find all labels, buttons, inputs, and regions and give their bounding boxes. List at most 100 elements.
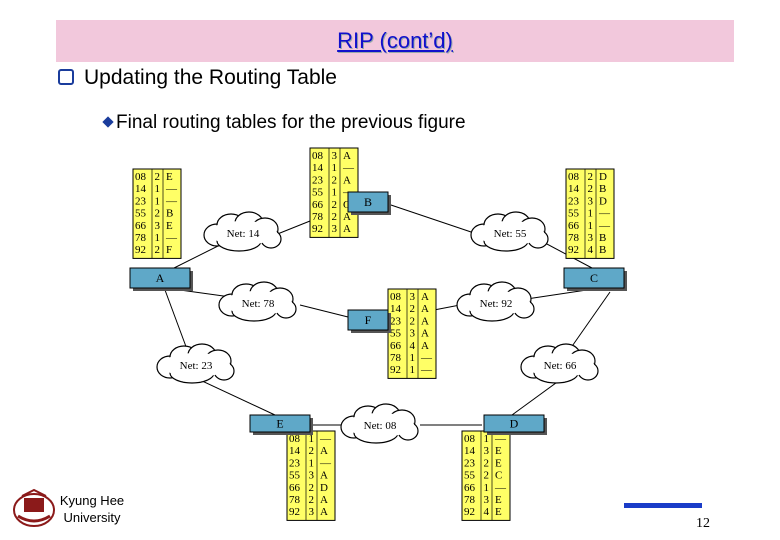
table-C-cell: —: [598, 220, 611, 232]
table-A-cell: 2: [155, 171, 161, 183]
router-B: B: [347, 191, 391, 215]
page-number: 12: [696, 516, 710, 531]
router-label-B: B: [364, 195, 372, 209]
table-C-cell: 1: [588, 220, 594, 232]
table-F-cell: A: [421, 328, 429, 340]
university-line2: University: [63, 510, 121, 525]
table-E-cell: 2: [309, 482, 315, 494]
table-A-cell: 78: [135, 232, 147, 244]
table-E-cell: A: [320, 506, 328, 518]
table-F-cell: 1: [410, 364, 416, 376]
table-F-cell: 66: [390, 340, 402, 352]
table-C-cell: D: [599, 195, 607, 207]
table-B-cell: 2: [332, 211, 338, 223]
table-F-cell: 3: [410, 328, 416, 340]
router-D: D: [483, 414, 547, 435]
university-logo: [13, 488, 55, 527]
table-B-cell: A: [343, 223, 351, 235]
table-F-cell: 2: [410, 315, 416, 327]
table-F-cell: 2: [410, 303, 416, 315]
table-B-cell: A: [343, 211, 351, 223]
table-E-cell: 1: [309, 433, 315, 445]
table-D-cell: 2: [484, 457, 490, 469]
table-A-cell: F: [166, 244, 172, 256]
table-E-cell: 14: [289, 445, 301, 457]
table-E-cell: —: [319, 433, 332, 445]
table-D-cell: 2: [484, 470, 490, 482]
table-B-cell: 3: [332, 223, 338, 235]
table-E-cell: 23: [289, 457, 301, 469]
table-E-cell: 1: [309, 457, 315, 469]
checkbox-bullet-icon: [58, 69, 74, 85]
table-E-cell: A: [320, 470, 328, 482]
university-name: Kyung Hee University: [56, 492, 128, 526]
table-A-cell: 55: [135, 208, 147, 220]
table-A-cell: 3: [155, 220, 161, 232]
network-label-92: Net: 92: [480, 298, 513, 310]
table-B-cell: 55: [312, 187, 324, 199]
table-A-cell: E: [166, 171, 173, 183]
router-E: E: [249, 414, 313, 435]
router-label-E: E: [276, 417, 283, 431]
table-A-cell: —: [165, 195, 178, 207]
table-C-cell: 4: [588, 244, 594, 256]
table-F-cell: —: [420, 364, 433, 376]
table-C-cell: 78: [568, 232, 580, 244]
table-D-cell: 23: [464, 457, 476, 469]
network-cloud-78: Net: 78: [218, 281, 297, 322]
table-D-cell: C: [495, 470, 502, 482]
table-A-cell: —: [165, 232, 178, 244]
network-label-14: Net: 14: [227, 228, 260, 240]
network-cloud-08: Net: 08: [340, 403, 419, 444]
table-F-cell: 08: [390, 291, 402, 303]
network-label-78: Net: 78: [242, 298, 275, 310]
table-A-cell: B: [166, 208, 173, 220]
table-A-cell: E: [166, 220, 173, 232]
table-E-cell: 08: [289, 433, 301, 445]
table-A-cell: 92: [135, 244, 146, 256]
table-D-cell: E: [495, 506, 502, 518]
router-F: F: [347, 309, 391, 333]
table-D-cell: E: [495, 494, 502, 506]
slide-title: RIP (cont’d): [337, 28, 453, 53]
title-bar: RIP (cont’d): [56, 20, 734, 62]
table-F-cell: 78: [390, 352, 402, 364]
table-D-cell: 55: [464, 470, 476, 482]
table-D-cell: —: [494, 433, 507, 445]
table-D-cell: E: [495, 457, 502, 469]
table-B-cell: 23: [312, 174, 324, 186]
table-F-cell: A: [421, 340, 429, 352]
table-D-cell: 4: [484, 506, 490, 518]
table-F-cell: —: [420, 352, 433, 364]
table-A-cell: 1: [155, 232, 161, 244]
table-E-cell: 92: [289, 506, 300, 518]
table-B-cell: 92: [312, 223, 323, 235]
table-D-cell: 66: [464, 482, 476, 494]
table-E-cell: 2: [309, 445, 315, 457]
table-E-cell: —: [319, 457, 332, 469]
table-D-cell: 3: [484, 445, 490, 457]
table-E-cell: 2: [309, 494, 315, 506]
table-D-cell: 1: [484, 482, 490, 494]
table-E-cell: 55: [289, 470, 301, 482]
router-label-F: F: [365, 313, 372, 327]
table-B-cell: 66: [312, 199, 324, 211]
table-D-cell: 08: [464, 433, 476, 445]
router-C: C: [563, 267, 627, 291]
bullet-updating: Updating the Routing Table: [58, 66, 337, 90]
router-label-A: A: [156, 271, 165, 285]
network-label-08: Net: 08: [364, 420, 397, 432]
table-E-cell: D: [320, 482, 328, 494]
table-F-cell: A: [421, 303, 429, 315]
table-D-cell: 92: [464, 506, 475, 518]
table-A-cell: 2: [155, 244, 161, 256]
table-E-cell: A: [320, 445, 328, 457]
table-D-cell: E: [495, 445, 502, 457]
table-F-cell: A: [421, 291, 429, 303]
table-C-cell: 23: [568, 195, 580, 207]
network-cloud-14: Net: 14: [203, 211, 282, 252]
